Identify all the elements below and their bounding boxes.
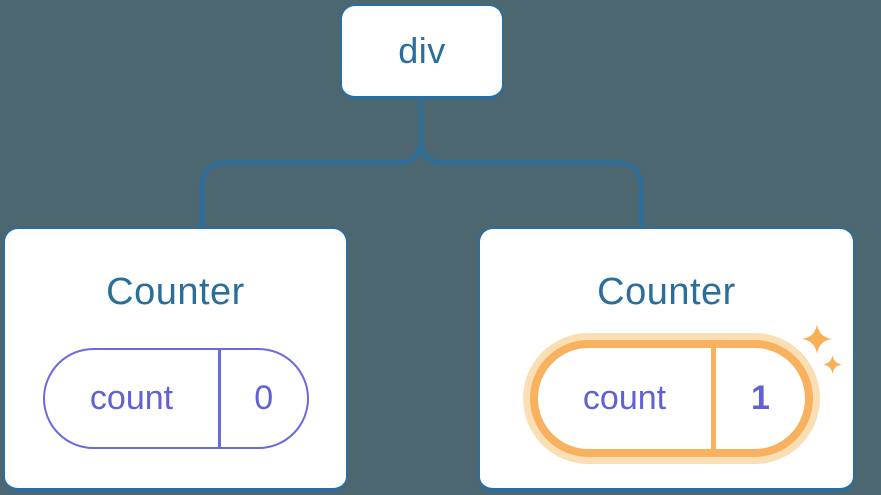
counter-left-title: Counter (106, 271, 245, 313)
state-key-label: count (582, 379, 667, 417)
counter-right-title: Counter (597, 271, 736, 313)
pill-divider (711, 348, 716, 449)
root-node-label: div (398, 30, 446, 71)
counter-node-left: Counter count 0 (3, 227, 348, 492)
sparkle-icon (823, 355, 842, 374)
counter-node-right: Counter count 1 (478, 227, 855, 492)
root-node-div: div (340, 4, 504, 100)
connector-left-branch (199, 100, 424, 227)
state-value: 1 (751, 379, 770, 417)
state-pill-left: count 0 (43, 348, 309, 449)
state-pill-right-highlighted: count 1 (530, 340, 813, 457)
connector-right-branch (418, 138, 644, 227)
sparkle-icon (802, 324, 832, 354)
state-value: 0 (254, 379, 274, 417)
pill-divider (218, 350, 221, 447)
state-key-label: count (89, 379, 174, 417)
